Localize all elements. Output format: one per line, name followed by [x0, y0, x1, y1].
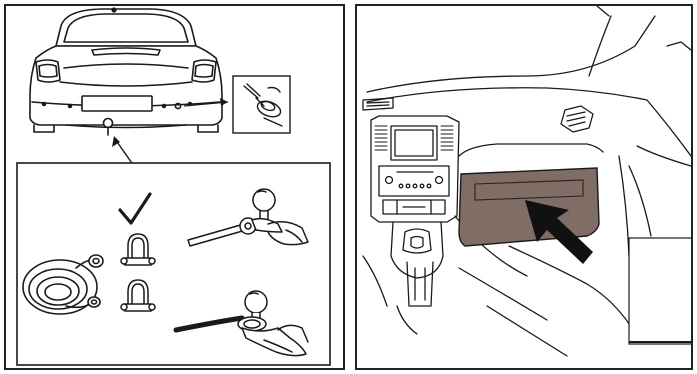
- right-panel-drawing: [357, 6, 691, 368]
- right-illustration-panel: [355, 4, 693, 370]
- left-panel-drawing: [6, 6, 343, 368]
- left-illustration-panel: [4, 4, 345, 370]
- car-rear-view: [30, 8, 222, 135]
- arrow-to-tow-point: [112, 136, 134, 166]
- label-card: [629, 238, 691, 344]
- tow-cover-inset: [233, 76, 290, 133]
